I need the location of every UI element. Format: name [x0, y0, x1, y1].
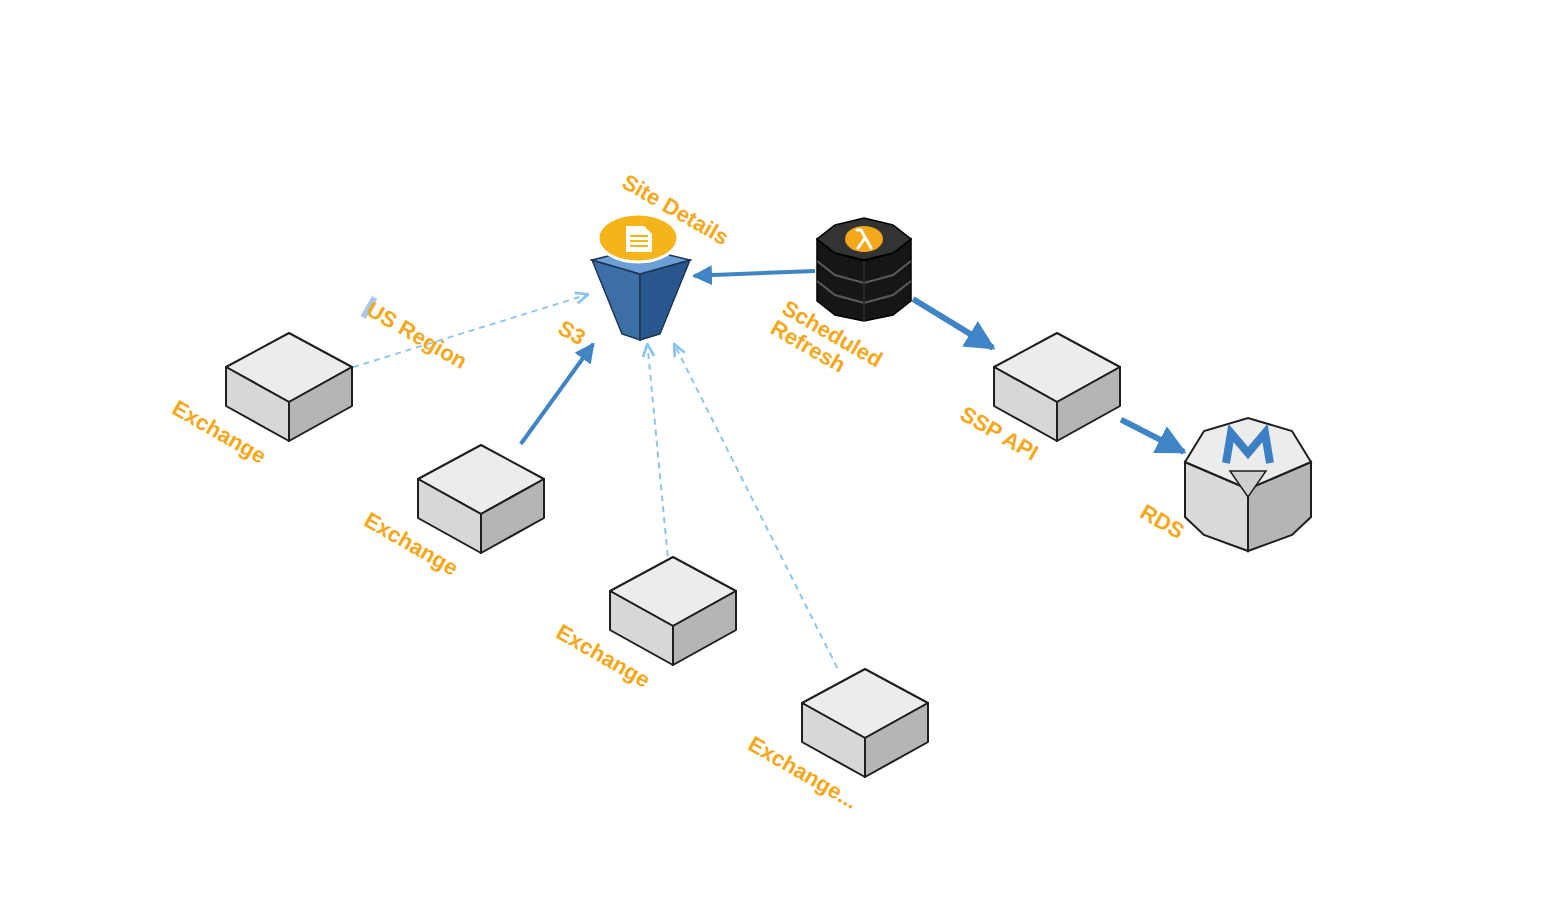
cube-outline [801, 668, 929, 778]
exchange-label: Exchange... [744, 732, 756, 752]
rds-label: RDS [1136, 500, 1148, 520]
cube-outline [993, 332, 1121, 442]
exchange-box: Exchange [417, 444, 545, 554]
s3-bucket: Site DetailsS3 [588, 212, 694, 344]
grid-lines [59, 49, 1480, 877]
plate-side [35, 445, 775, 900]
data-flow-arrow [353, 294, 588, 367]
data-flow-arrow [1121, 420, 1184, 452]
plate-top [35, 35, 1505, 890]
exchange-label: Exchange [168, 396, 180, 416]
lambda-function: Scheduled Refresh [815, 217, 913, 321]
data-flow-arrow [694, 271, 815, 276]
lambda-outline [815, 217, 913, 321]
exchange-label: Exchange [360, 508, 372, 528]
exchange-box: Exchange [609, 556, 737, 666]
cube-outline [609, 556, 737, 666]
document-label: Site Details [618, 170, 630, 190]
database: RDS [1184, 417, 1312, 552]
api-label: SSP API [956, 402, 968, 422]
cube-outline [225, 332, 353, 442]
data-flow-arrow [521, 344, 593, 444]
cube-outline [417, 444, 545, 554]
plate-side [775, 480, 1505, 900]
data-flow-arrow [913, 299, 993, 348]
s3-outline [588, 212, 694, 344]
exchange-label: Exchange [552, 620, 564, 640]
exchange-box: Exchange [225, 332, 353, 442]
rds-outline [1184, 417, 1312, 552]
region-band: US RegionExchangeExchangeExchangeExchang… [95, 277, 1057, 834]
data-flow-arrow [647, 344, 667, 556]
region-label: US Region [360, 296, 377, 319]
api-box: SSP API [993, 332, 1121, 442]
s3-label: S3 [554, 316, 566, 336]
exchange-box: Exchange... [801, 668, 929, 778]
